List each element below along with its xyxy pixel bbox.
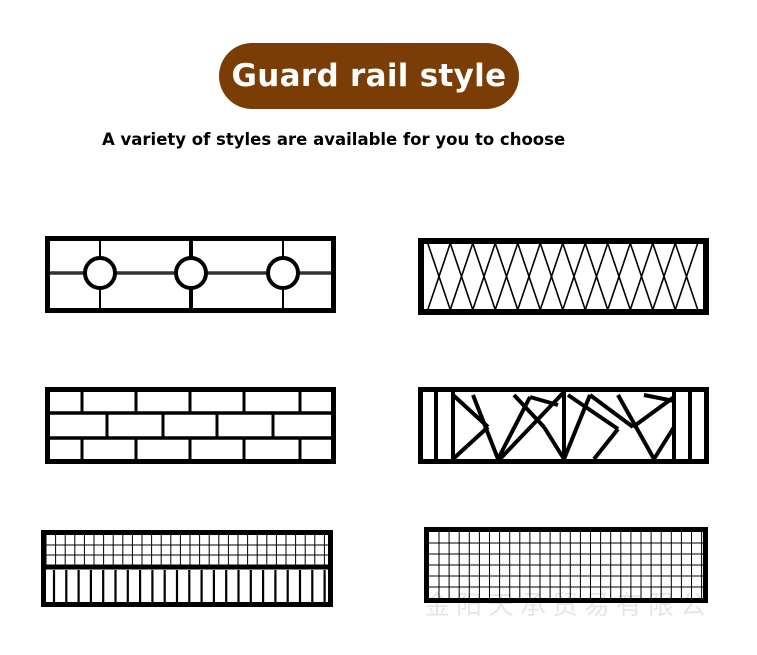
title-pill: Guard rail style — [219, 43, 519, 109]
page-subtitle: A variety of styles are available for yo… — [102, 130, 566, 149]
circle-rail-pattern-icon — [45, 236, 336, 313]
diamond-lattice-rail-pattern-icon — [418, 238, 709, 315]
square-grid-rail-pattern-icon — [424, 527, 708, 603]
geometric-rail-pattern-icon — [418, 387, 709, 464]
grid-and-pickets-rail-pattern-icon — [41, 530, 333, 607]
watermark-text: 金阳天承贸易有限公司 — [424, 590, 714, 621]
brick-rail-pattern-icon — [45, 387, 336, 464]
page-title: Guard rail style — [231, 58, 507, 94]
